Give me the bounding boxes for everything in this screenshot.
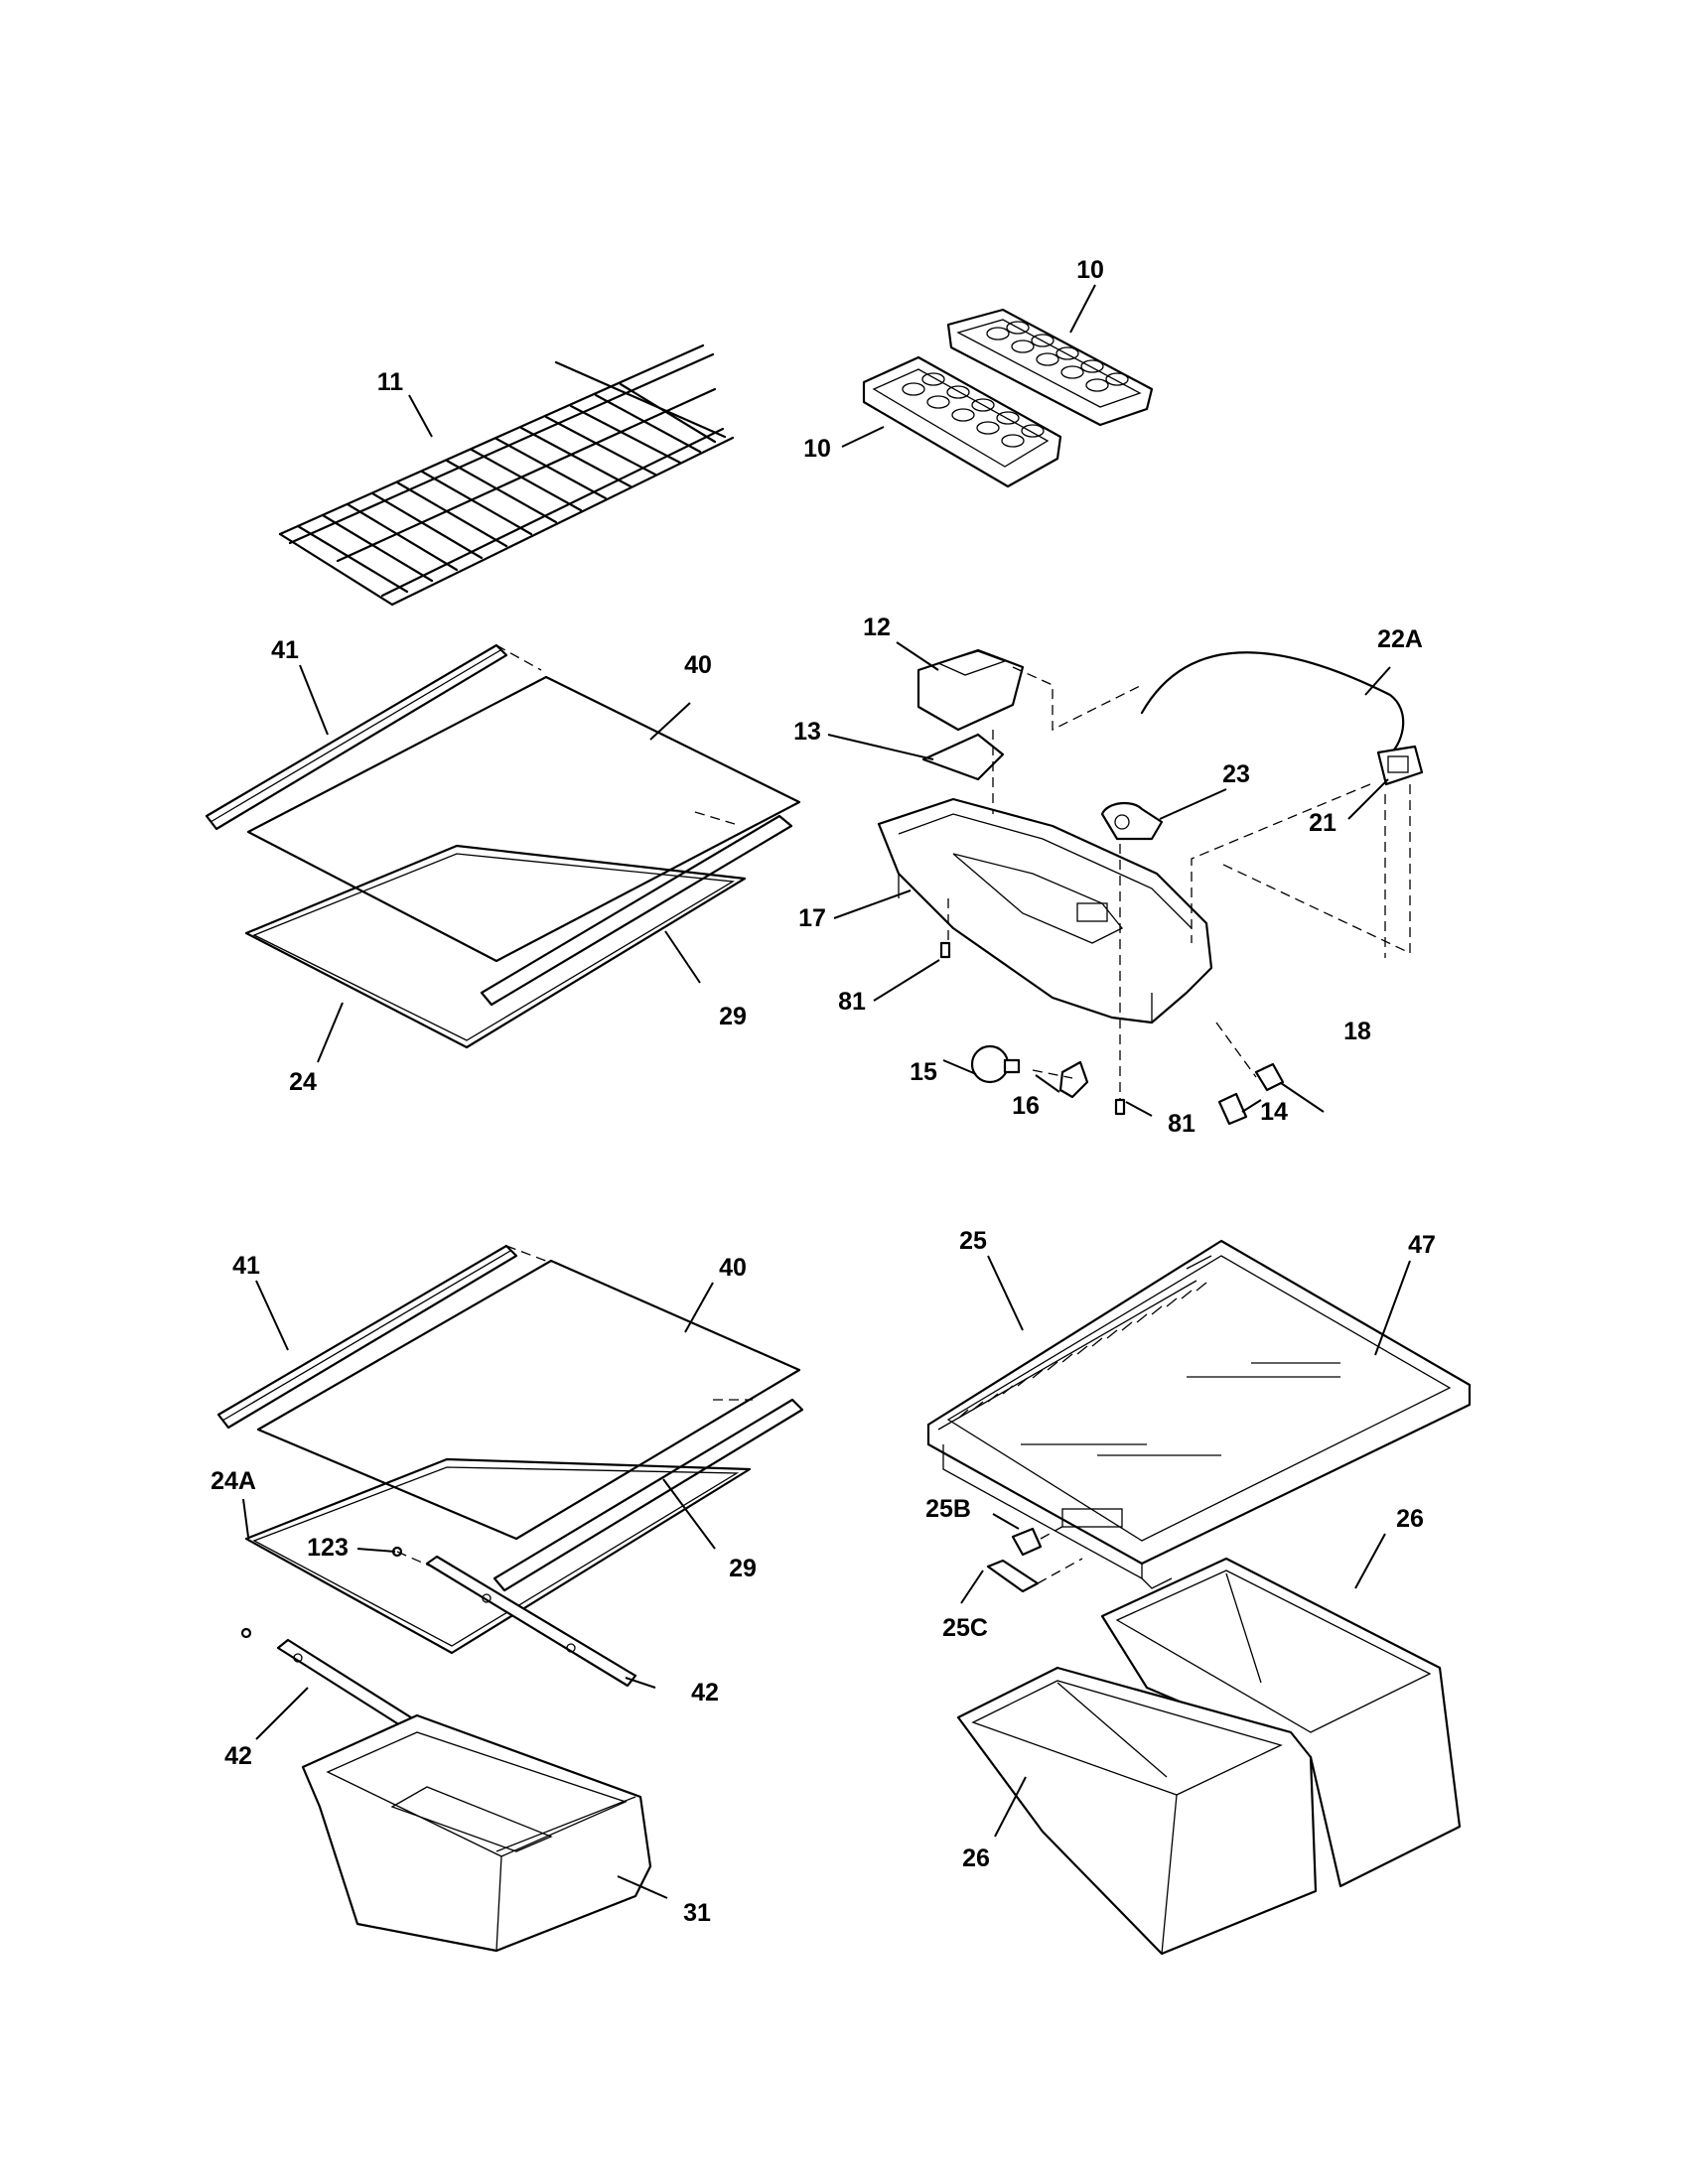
dash-line — [694, 811, 736, 825]
screw-right — [1114, 1098, 1126, 1116]
screw-left — [939, 941, 951, 959]
callout-81-left: 81 — [838, 988, 866, 1016]
damper-control — [1100, 801, 1164, 841]
dash-line — [495, 644, 542, 671]
dash-line — [1191, 783, 1371, 943]
dash-line — [505, 1245, 552, 1264]
callout-11: 11 — [377, 368, 404, 396]
callout-41-upper: 41 — [271, 636, 299, 664]
callout-26-rear: 26 — [1396, 1505, 1424, 1533]
ice-bin — [916, 648, 1025, 732]
dash-line — [1040, 1523, 1068, 1540]
callout-81-right: 81 — [1168, 1110, 1196, 1138]
dash-line — [396, 1551, 430, 1567]
callout-23: 23 — [1222, 760, 1250, 788]
callout-24A: 24A — [211, 1467, 256, 1495]
callout-25: 25 — [959, 1227, 987, 1255]
callout-13: 13 — [793, 718, 821, 746]
callout-18: 18 — [1343, 1018, 1371, 1045]
deflector — [921, 733, 1005, 781]
callout-29-lower: 29 — [729, 1555, 757, 1582]
rail-right — [425, 1555, 637, 1688]
ice-tray-upper — [946, 308, 1154, 427]
callout-12: 12 — [863, 614, 891, 641]
light-housing — [877, 797, 1213, 1024]
cover-slide — [986, 1559, 1040, 1593]
callout-10-upper: 10 — [1076, 256, 1104, 284]
callout-47: 47 — [1408, 1231, 1436, 1259]
glass-shelf-lower — [256, 1259, 801, 1541]
lamp-socket — [1058, 1060, 1089, 1099]
leader-lines — [242, 284, 1411, 1899]
callout-10-lower: 10 — [803, 435, 831, 463]
wire-harness — [1140, 651, 1405, 756]
callout-16: 16 — [1012, 1092, 1040, 1120]
dash-line — [1215, 1022, 1257, 1078]
callout-14: 14 — [1260, 1098, 1288, 1126]
shelf-trim-rear-upper — [480, 814, 793, 1007]
fastener-small-b — [240, 1627, 252, 1639]
callout-24: 24 — [289, 1068, 317, 1096]
dash-line — [1012, 666, 1143, 732]
callout-21: 21 — [1309, 809, 1336, 837]
glass-shelf-upper — [246, 675, 801, 963]
callout-42-left: 42 — [224, 1742, 252, 1770]
light-switch — [1376, 745, 1424, 786]
callout-40-lower: 40 — [719, 1254, 747, 1282]
dash-line — [1220, 784, 1411, 955]
callout-29-upper: 29 — [719, 1003, 747, 1030]
callout-17: 17 — [798, 904, 826, 932]
switch-small — [1217, 1092, 1248, 1126]
crisper-cover — [926, 1239, 1472, 1589]
callout-41-lower: 41 — [232, 1252, 260, 1280]
wire-shelf — [278, 343, 735, 607]
shelf-frame-lower — [244, 1457, 752, 1655]
callout-40-upper: 40 — [684, 651, 712, 679]
callout-26-front: 26 — [962, 1844, 990, 1872]
shelf-frame-upper — [244, 844, 747, 1049]
callout-15: 15 — [910, 1058, 937, 1086]
callout-31: 31 — [683, 1899, 711, 1927]
callout-42-right: 42 — [691, 1679, 719, 1706]
crisper-bin-front — [956, 1666, 1318, 1956]
light-bulb — [970, 1044, 1021, 1084]
cover-bracket — [1011, 1527, 1043, 1557]
crisper-drawer — [301, 1713, 652, 1953]
callout-123: 123 — [307, 1534, 349, 1562]
dash-line — [1032, 1069, 1073, 1079]
callout-labels: 10 10 11 12 13 22A 23 21 17 81 15 16 81 … — [211, 256, 1436, 1927]
dash-line — [1037, 1558, 1083, 1584]
ice-tray-lower — [862, 355, 1062, 488]
shelf-trim-rear-lower — [492, 1398, 804, 1592]
callout-25B: 25B — [925, 1495, 971, 1523]
callout-25C: 25C — [942, 1614, 988, 1642]
callout-22A: 22A — [1377, 625, 1423, 653]
shelf-trim-front-lower — [216, 1244, 518, 1430]
shelf-trim-front-upper — [205, 643, 508, 831]
knob — [1254, 1062, 1285, 1092]
